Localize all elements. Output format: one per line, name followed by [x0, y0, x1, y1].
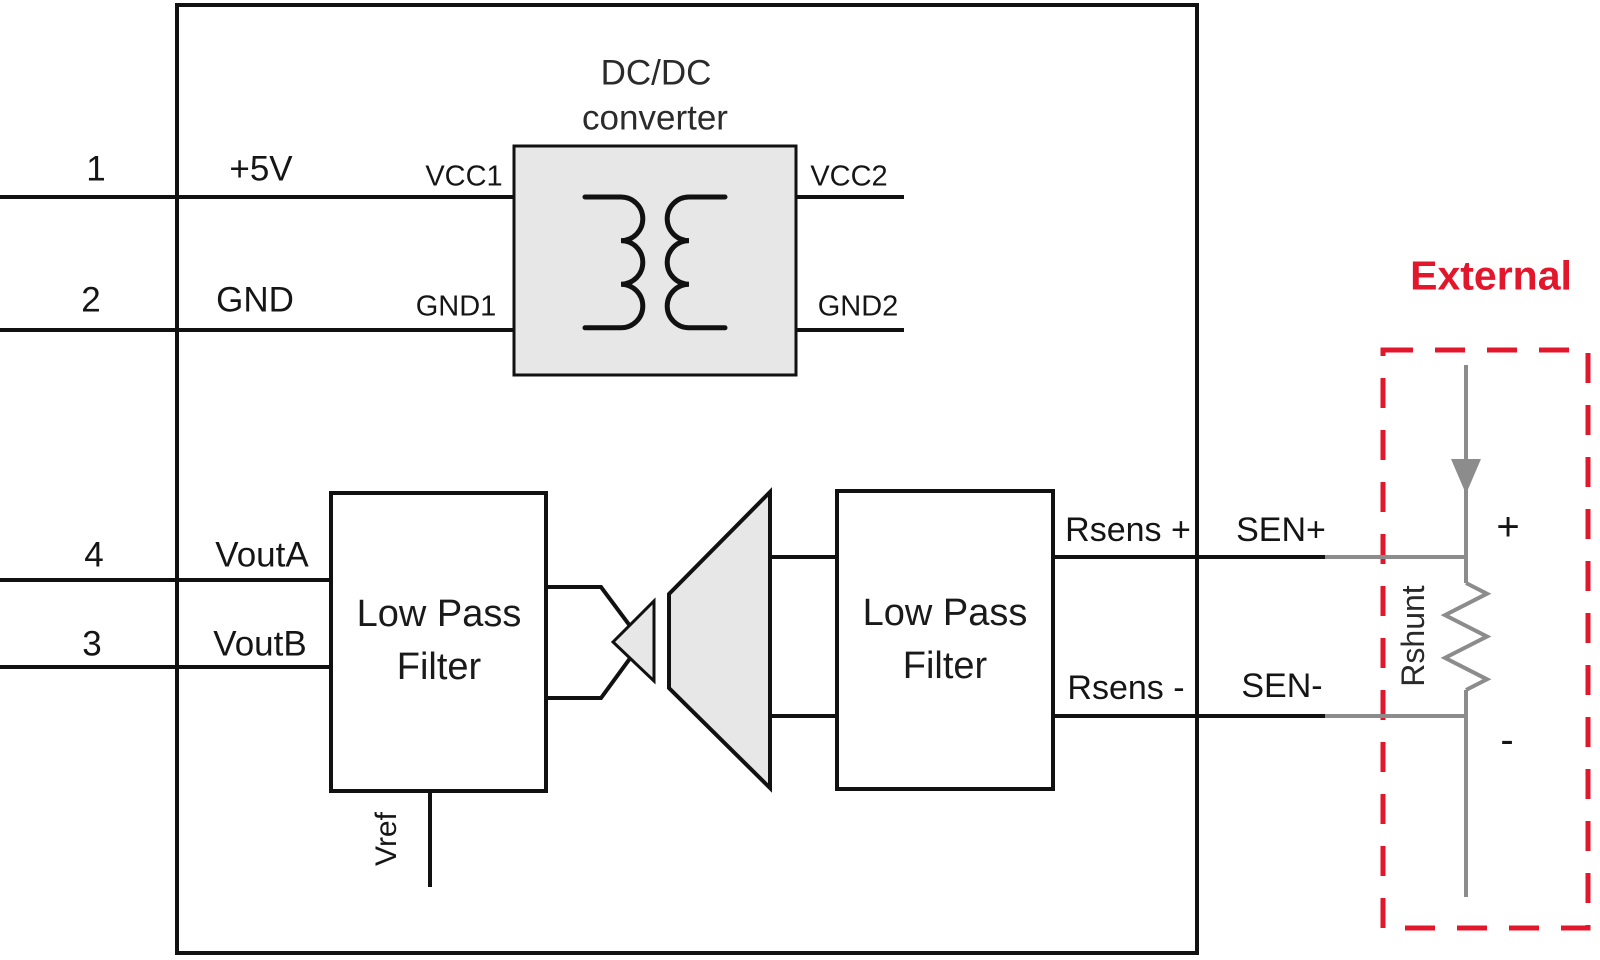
lpf-left-label: Low Pass Filter: [357, 588, 522, 694]
pin3-number: 3: [82, 624, 102, 664]
polarity-plus-label: +: [1496, 505, 1520, 549]
port-vcc1: VCC1: [425, 160, 503, 193]
pin4-label: VoutA: [215, 535, 309, 575]
external-dashed-box: [1380, 347, 1591, 931]
pin1-label: +5V: [229, 149, 293, 189]
lpf-left-line2: Filter: [396, 646, 482, 688]
port-gnd1: GND1: [415, 290, 497, 323]
external-title: External: [1410, 252, 1572, 299]
lpf-left-box: [329, 491, 548, 793]
lpf-right-line2: Filter: [902, 645, 988, 687]
dcdc-converter-box: [512, 144, 798, 377]
amplifier-trapezoid-icon: [667, 487, 772, 793]
buffer-triangle-icon: [610, 597, 656, 685]
pin1-number: 1: [86, 149, 106, 189]
port-vcc2: VCC2: [810, 160, 888, 193]
pin2-label: GND: [216, 280, 294, 320]
rshunt-label: Rshunt: [1395, 585, 1431, 687]
pin3-label: VoutB: [213, 624, 307, 664]
sen-minus-label: SEN-: [1241, 667, 1323, 705]
rsens-plus-label: Rsens +: [1065, 511, 1191, 549]
pin4-number: 4: [84, 535, 104, 575]
transformer-icon: [582, 194, 728, 331]
rsens-minus-label: Rsens -: [1067, 669, 1185, 707]
lpf-right-line1: Low Pass: [862, 592, 1028, 634]
dcdc-title-line1: DC/DC: [600, 53, 712, 93]
vref-label: Vref: [370, 812, 403, 866]
dcdc-title-line2: converter: [582, 98, 728, 138]
polarity-minus-label: -: [1500, 718, 1514, 762]
lpf-left-line1: Low Pass: [356, 593, 522, 635]
current-arrow-icon: [1451, 459, 1481, 494]
lpf-right-box: [835, 489, 1055, 791]
device-outline-box: [175, 3, 1199, 955]
pin2-number: 2: [81, 280, 101, 320]
shunt-resistor-icon: [1440, 581, 1492, 692]
lpf-right-label: Low Pass Filter: [863, 587, 1028, 693]
chevron-icon: [546, 585, 644, 700]
port-gnd2: GND2: [817, 290, 899, 323]
sen-plus-label: SEN+: [1236, 511, 1326, 549]
